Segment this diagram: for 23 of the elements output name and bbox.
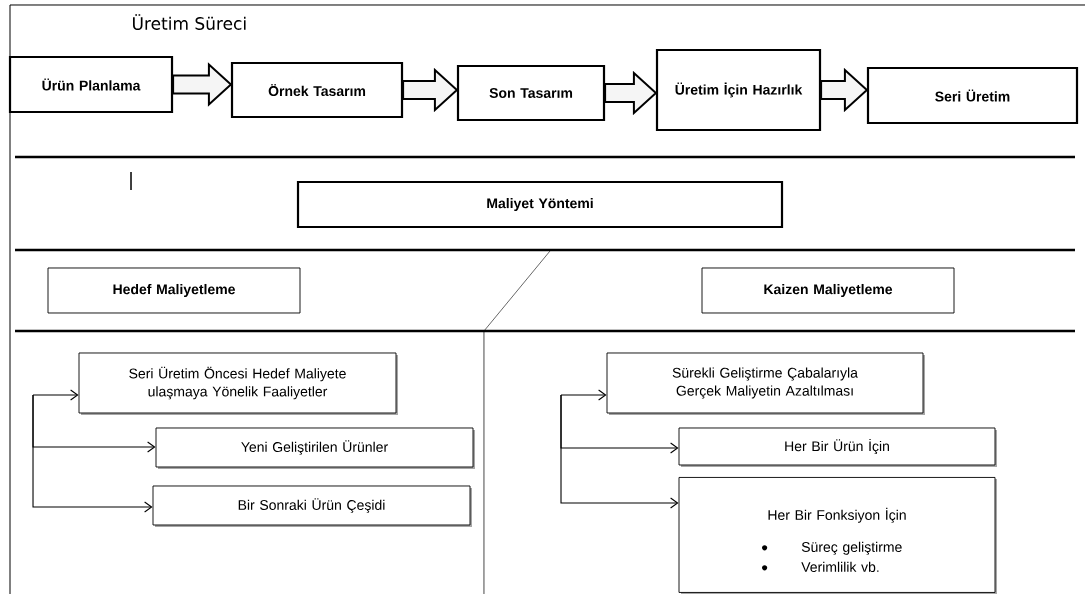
process-box: Son Tasarım	[456, 64, 606, 122]
process-box: Örnek Tasarım	[230, 61, 404, 119]
process-box: Sürekli Geliştirme Çabalarıyla Gerçek Maliyetin Azaltılması	[606, 352, 925, 415]
process-box: Kaizen Maliyetleme	[701, 267, 955, 314]
process-box: Maliyet Yöntemi	[296, 180, 784, 229]
process-box: Seri Üretim Öncesi Hedef Maliyete ulaşmaya Yönelik Faaliyetler	[78, 352, 398, 415]
block-arrow	[172, 62, 233, 107]
process-box: Bir Sonraki Ürün Çeşidi	[152, 485, 472, 527]
block-arrow	[820, 67, 869, 113]
arrow	[560, 394, 679, 509]
process-box: Hedef Maliyetleme	[47, 267, 301, 314]
process-box: Seri Üretim	[866, 66, 1079, 125]
process-box: Üretim İçin Hazırlık	[655, 48, 822, 132]
arrow	[560, 389, 607, 401]
block-arrow	[402, 67, 459, 113]
arrow	[32, 394, 153, 513]
process-box: Ürün Planlama	[8, 55, 174, 114]
process-box: Yeni Geliştirilen Ürünler	[155, 427, 475, 469]
block-arrow	[604, 70, 658, 116]
process-box: Her Bir Ürün İçin	[678, 427, 997, 467]
title: Üretim Süreci	[133, 14, 246, 30]
process-box: Her Bir Fonksiyon İçin Süreç geliştirme Verimlilik vb.	[678, 477, 997, 594]
arrow	[32, 389, 79, 401]
